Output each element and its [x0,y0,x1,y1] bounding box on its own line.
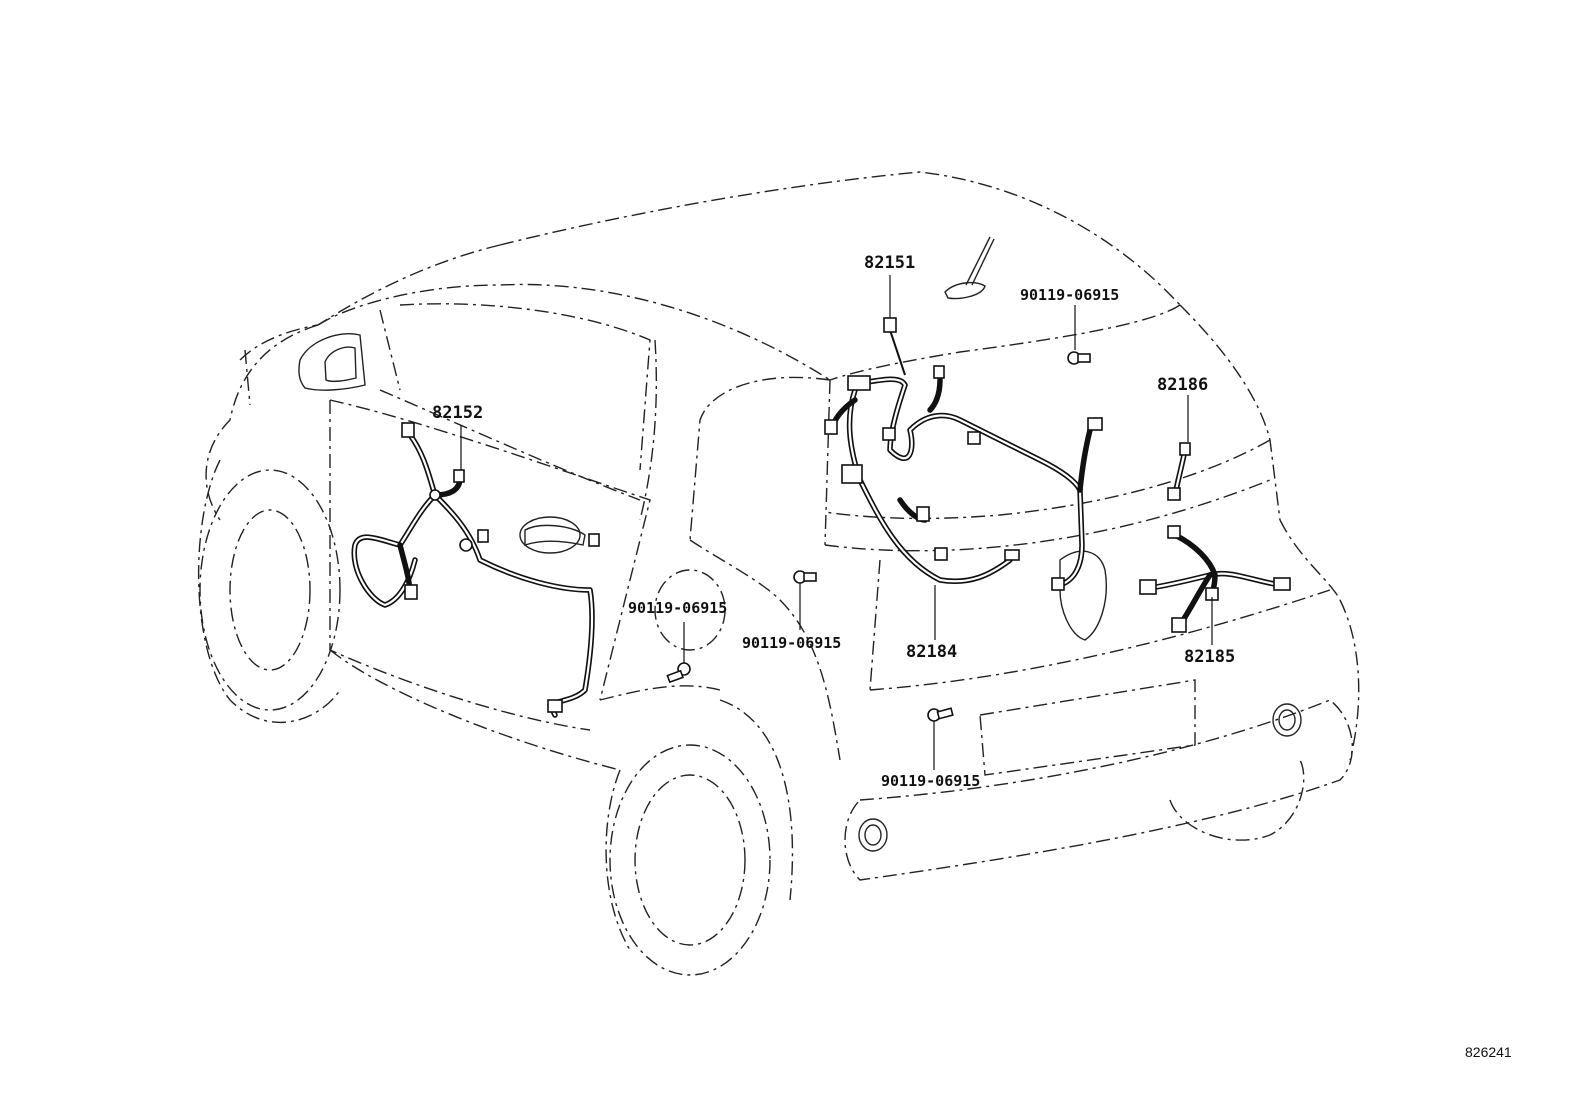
connector [1167,487,1181,501]
right-reflector [1272,703,1302,737]
rear-right-wheel [1169,759,1305,841]
callout-labels: 82151 82152 82184 82185 82186 90119-0691… [432,253,1235,790]
callout-82152: 82152 [432,403,483,423]
front-wheel [197,459,341,724]
harness-82184 [824,365,1103,591]
callout-82184: 82184 [906,642,957,662]
bolt-door-icon [666,662,691,684]
connector [934,547,948,561]
connector [453,469,465,483]
connector [967,431,981,445]
harness-82185 [1139,525,1291,633]
bolt-roof-icon [1067,351,1091,365]
car-body-outline [205,171,1360,881]
connector [1051,577,1065,591]
connector [1273,577,1291,591]
connector [401,422,415,438]
callout-82186: 82186 [1157,375,1208,395]
left-reflector [858,818,888,852]
connector [588,533,600,547]
door-handle [519,516,586,554]
connector [882,427,896,441]
callout-bolt-center: 90119-06915 [742,634,841,652]
connector [1139,579,1157,595]
connector [477,529,489,543]
connector [1167,525,1181,539]
connector [883,317,897,333]
connector [547,699,563,713]
roof-antenna [944,236,995,300]
bolt-center-icon [793,570,817,584]
connector [933,365,945,379]
rear-emblem [1059,550,1107,641]
callout-bolt-lower: 90119-06915 [881,772,980,790]
side-mirror [298,333,366,391]
connector [916,506,930,522]
connector [1171,617,1187,633]
connector [824,419,838,435]
connector [1087,417,1103,431]
bolt-lower-icon [927,707,954,722]
connector [847,375,871,391]
fuel-lid [654,569,726,651]
rear-left-wheel [605,699,794,976]
connector [1179,442,1191,456]
connector [404,584,418,600]
harness-82152 [351,422,600,718]
callout-82185: 82185 [1184,647,1235,667]
callout-bolt-roof: 90119-06915 [1020,286,1119,304]
connector [1004,549,1020,561]
figure-number: 826241 [1465,1044,1512,1060]
harness-82186 [1167,442,1191,501]
harness-82151 [883,317,906,376]
callout-82151: 82151 [864,253,915,273]
leader-lines [460,275,1213,770]
connector [841,464,863,484]
callout-bolt-door: 90119-06915 [628,599,727,617]
